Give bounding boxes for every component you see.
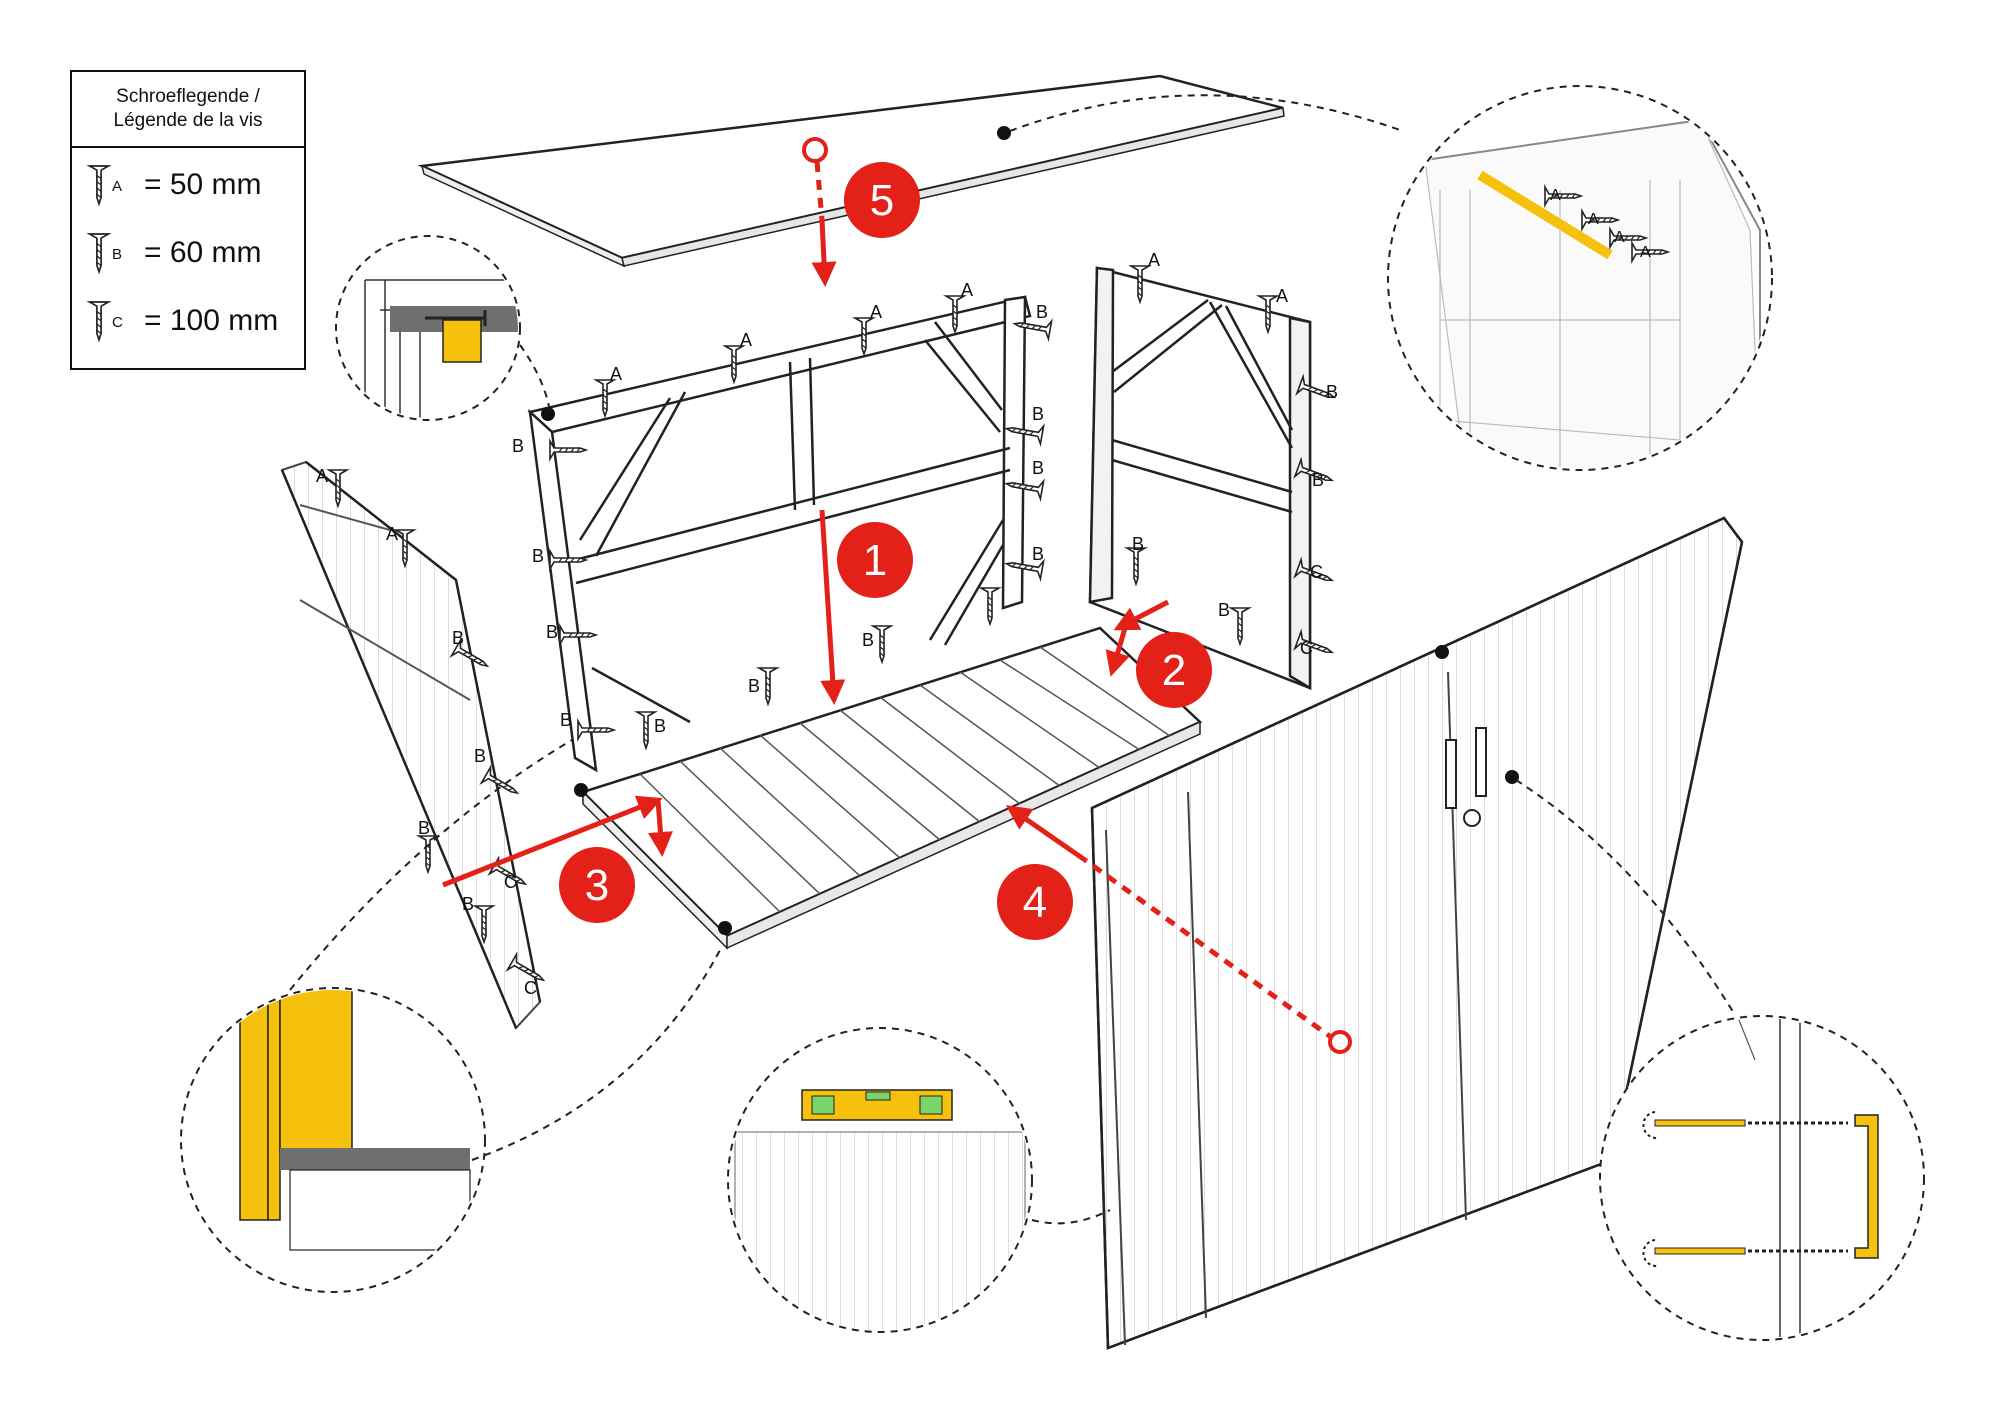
svg-text:5: 5 xyxy=(870,176,894,225)
step-badge-2: 2 xyxy=(1136,632,1212,708)
label-c: C xyxy=(1300,638,1313,658)
step-badge-5: 5 xyxy=(844,162,920,238)
label-b: B xyxy=(748,676,760,696)
label-a: A xyxy=(1640,244,1651,261)
legend-letter: C xyxy=(112,314,123,331)
label-c: C xyxy=(524,978,537,998)
label-b: B xyxy=(862,630,874,650)
label-b: B xyxy=(1036,302,1048,322)
label-a: A xyxy=(870,302,882,322)
detail-corner-joint xyxy=(335,235,551,421)
screw-icon xyxy=(88,165,110,205)
label-a: A xyxy=(740,330,752,350)
floor-platform xyxy=(574,626,1203,950)
step-badges: 1 2 3 4 5 xyxy=(559,162,1212,940)
label-a: A xyxy=(610,364,622,384)
label-b: B xyxy=(654,716,666,736)
label-b: B xyxy=(474,746,486,766)
detail-wall-floor-joint xyxy=(180,739,721,1293)
legend-row-a: A = 50 mm xyxy=(72,156,304,216)
label-a: A xyxy=(1588,211,1599,228)
legend-letter: A xyxy=(112,178,123,195)
legend-value: = 60 mm xyxy=(144,236,262,269)
step-badge-4: 4 xyxy=(997,864,1073,940)
back-wall-frame xyxy=(527,295,1032,773)
label-a: A xyxy=(1614,229,1625,246)
label-b: B xyxy=(532,546,544,566)
right-side-wall xyxy=(1088,266,1312,691)
label-a: A xyxy=(1276,286,1288,306)
label-b: B xyxy=(1032,404,1044,424)
legend-row-b: B = 60 mm xyxy=(72,224,304,284)
step-badge-3: 3 xyxy=(559,847,635,923)
screw-labels: A A A A A A A A B B B B B B B B B B B B … xyxy=(316,250,1338,998)
legend-value: = 100 mm xyxy=(144,304,279,337)
label-b: B xyxy=(512,436,524,456)
detail-handle-mounting xyxy=(1515,779,1925,1341)
screw-icon xyxy=(88,233,110,273)
label-b: B xyxy=(1032,458,1044,478)
legend-title-french: Légende de la vis xyxy=(113,110,263,131)
label-a: A xyxy=(316,466,328,486)
label-b: B xyxy=(546,622,558,642)
label-b: B xyxy=(1218,600,1230,620)
svg-text:4: 4 xyxy=(1023,878,1047,927)
svg-text:3: 3 xyxy=(585,861,609,910)
label-b: B xyxy=(1312,470,1324,490)
screw-legend: Schroeflegende / Légende de la vis A = 5… xyxy=(70,70,306,370)
label-b: B xyxy=(1326,382,1338,402)
label-b: B xyxy=(560,710,572,730)
label-b: B xyxy=(418,818,430,838)
assembly-arrows xyxy=(442,137,1352,1054)
label-a: A xyxy=(961,280,973,300)
screw-icon xyxy=(88,301,110,341)
label-c: C xyxy=(504,872,517,892)
label-a: A xyxy=(386,524,398,544)
legend-letter: B xyxy=(112,246,123,263)
legend-title: Schroeflegende / Légende de la vis xyxy=(72,72,304,148)
svg-text:1: 1 xyxy=(863,536,887,585)
label-b: B xyxy=(1032,544,1044,564)
svg-text:2: 2 xyxy=(1162,646,1186,695)
label-c: C xyxy=(1310,562,1323,582)
label-a: A xyxy=(1550,187,1561,204)
roof-panel xyxy=(417,74,1401,268)
front-door-wall xyxy=(1090,516,1744,1350)
label-b: B xyxy=(1132,534,1144,554)
left-side-wall xyxy=(280,460,542,1030)
legend-value: = 50 mm xyxy=(144,168,262,201)
legend-row-c: C = 100 mm xyxy=(72,292,304,352)
label-b: B xyxy=(452,628,464,648)
label-b: B xyxy=(462,894,474,914)
legend-title-dutch: Schroeflegende / xyxy=(116,86,260,107)
detail-level-check xyxy=(727,1027,1111,1333)
detail-roof-interior: A A A A xyxy=(1387,85,1773,471)
step-badge-1: 1 xyxy=(837,522,913,598)
label-a: A xyxy=(1148,250,1160,270)
